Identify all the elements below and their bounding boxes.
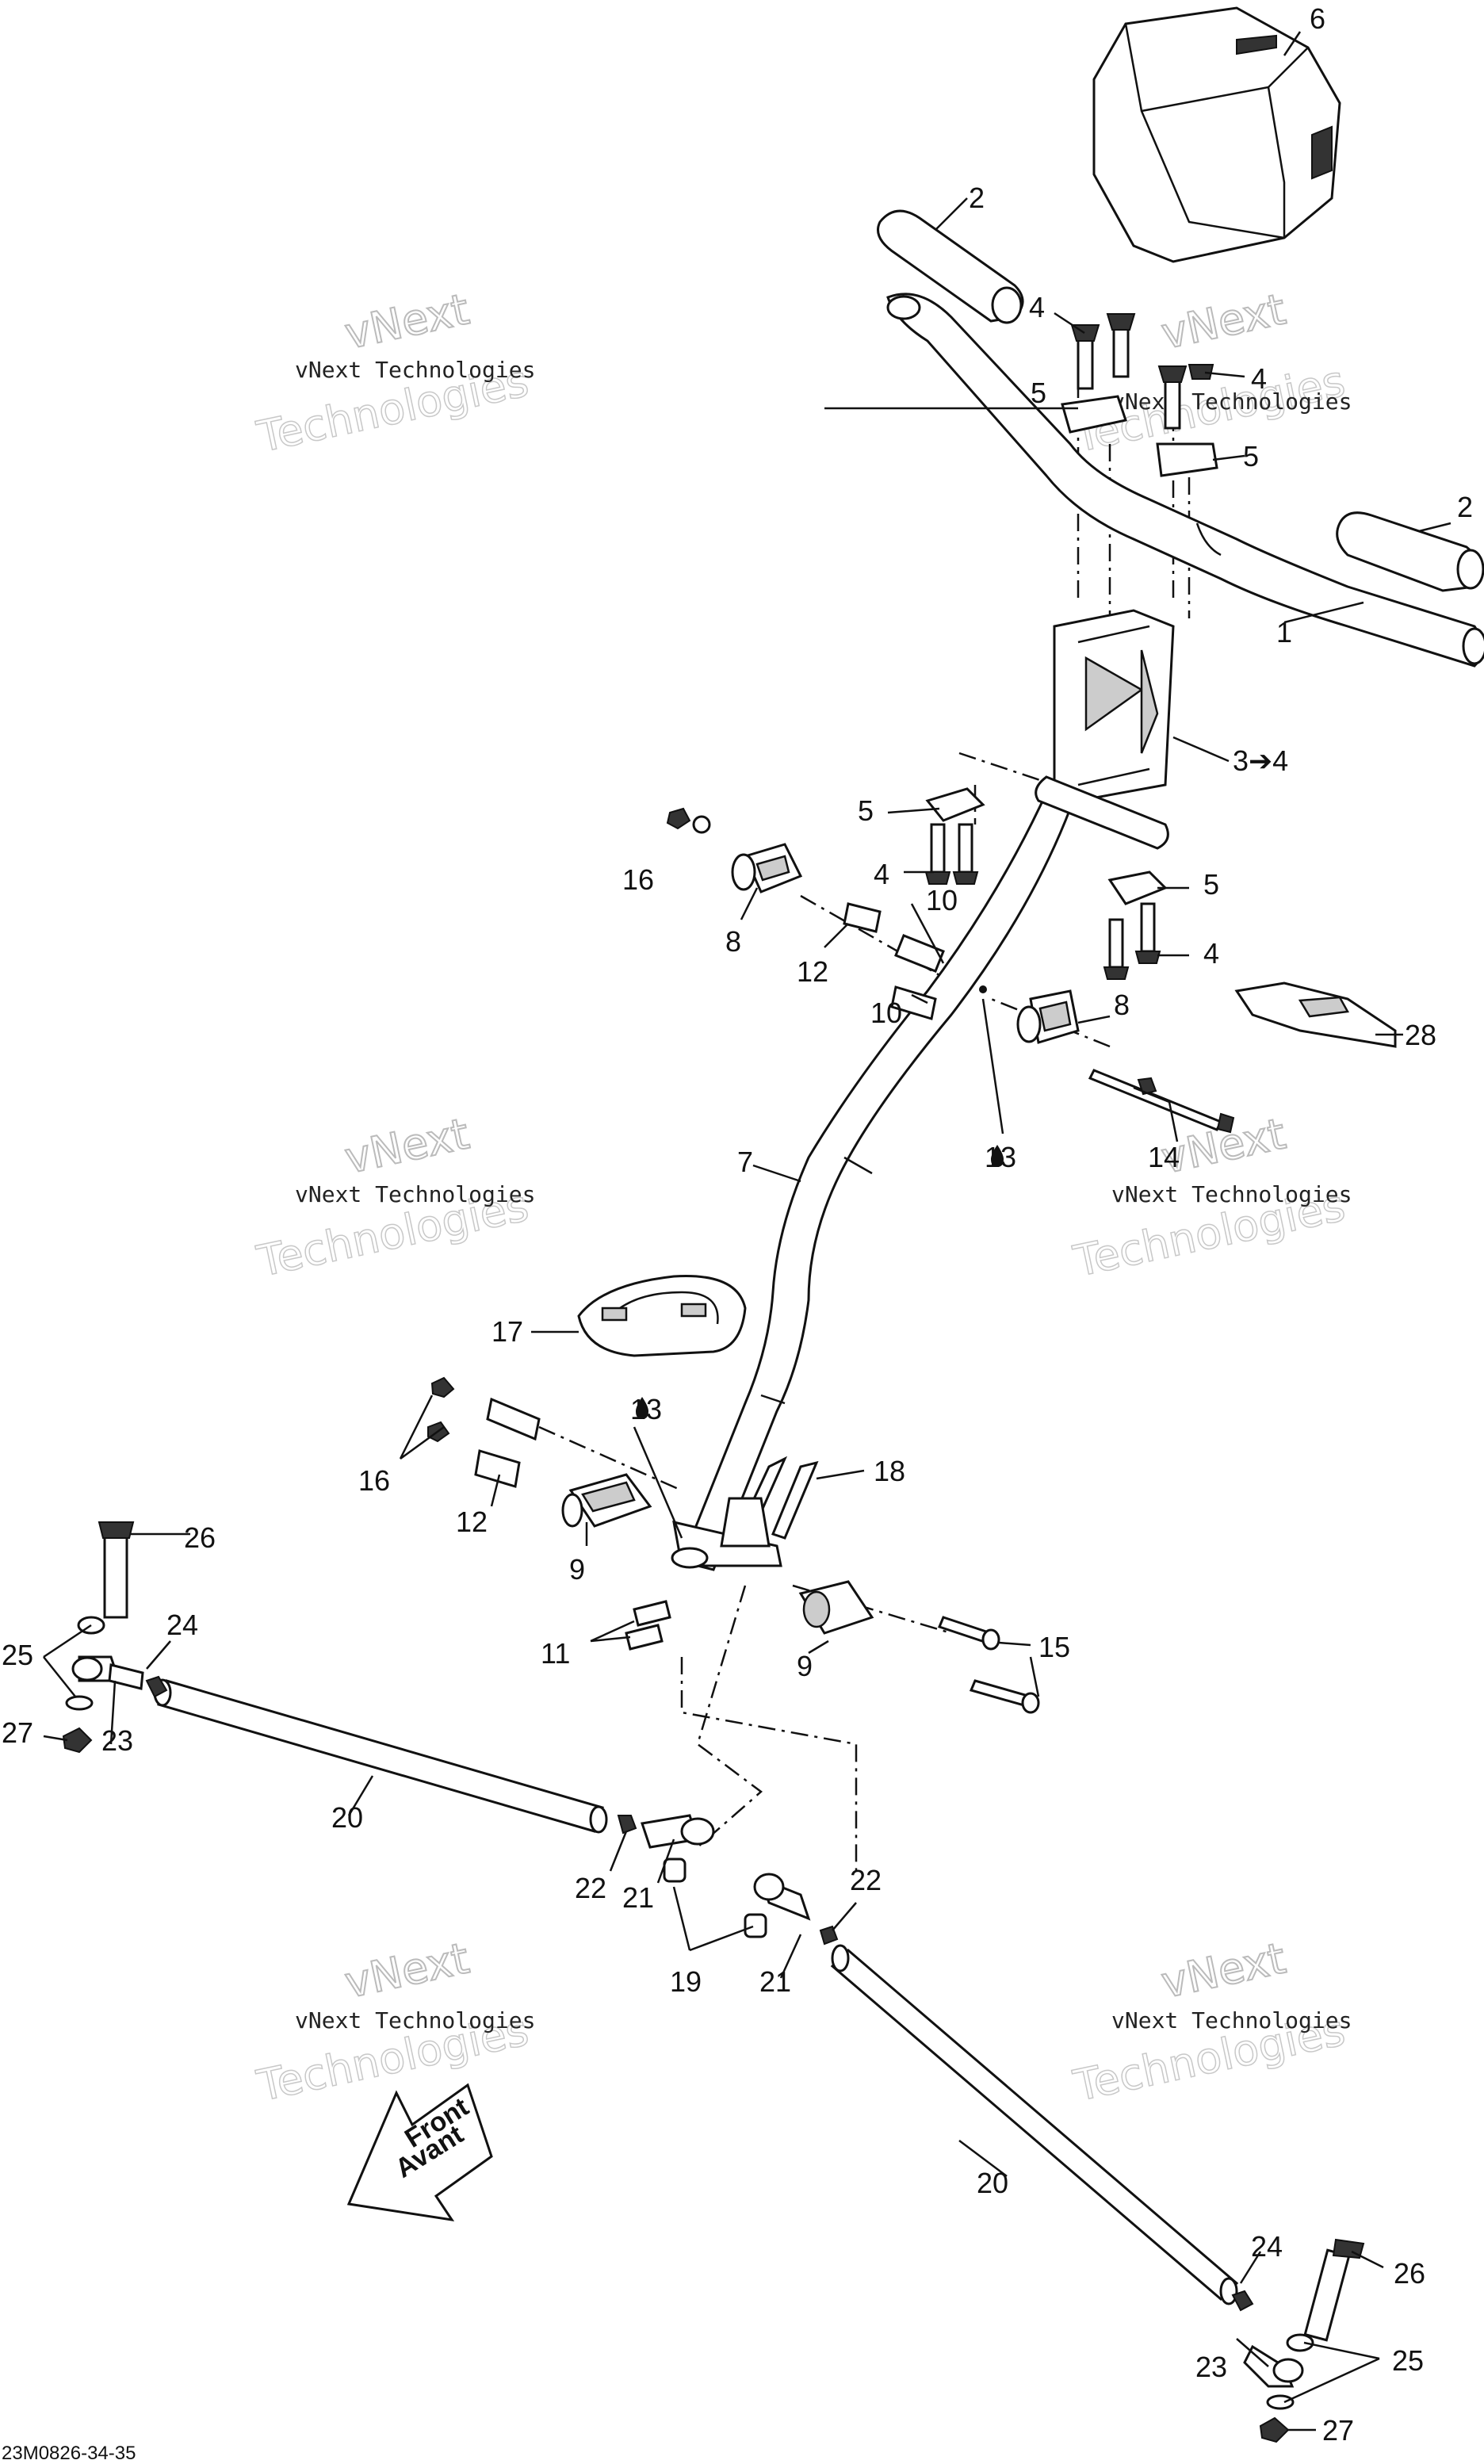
part-instrument-cover [1092,6,1341,263]
part-bushing-block-upper-left [731,843,803,893]
part-grip-right [1336,511,1484,592]
callout-4: 4 [874,858,889,890]
callout-5: 5 [1243,440,1259,473]
part-steering-column [679,775,1169,1571]
callout-21: 21 [622,1881,654,1914]
callout-27: 27 [2,1716,33,1749]
callout-2: 2 [1457,491,1473,523]
callout-5: 5 [1203,868,1219,901]
grease-drop-icon [636,1397,648,1419]
callout-24: 24 [166,1609,198,1641]
part-tie-rod-lower [830,1944,1239,2305]
callout-26: 26 [1394,2257,1425,2290]
part-tie-rod-upper [153,1678,608,1834]
callout-10: 10 [926,884,958,916]
grease-drop-icon [991,1145,1004,1167]
callout-14: 14 [1148,1141,1180,1173]
watermark-text: vNext Technologies [1111,2007,1352,2034]
watermark-vnext: vNext [341,1108,473,1183]
callout-16: 16 [622,863,654,896]
watermark-text: vNext Technologies [1111,388,1352,415]
callout-2: 2 [969,182,985,214]
callout-21: 21 [759,1965,791,1998]
watermark-bottom-left: vNext Technologies vNext Technologies [252,1932,536,2111]
part-bushings-19 [663,1858,767,1938]
callout-5: 5 [858,794,874,827]
part-handlebar-riser [1053,609,1175,802]
part-handlebar [886,293,1484,668]
callout-8: 8 [725,925,741,958]
part-bushing-block-upper-right [1016,989,1080,1044]
watermark-mid-right: vNext Technologies vNext Technologies [1069,1108,1352,1287]
part-nuts-upper [666,807,711,834]
callout-23: 23 [1195,2351,1227,2383]
callout-17: 17 [491,1315,523,1348]
callout-9: 9 [797,1650,813,1682]
watermark-text: vNext Technologies [295,1181,535,1207]
direction-arrow: Front Avant [346,2083,493,2222]
part-grip-left [877,209,1024,324]
part-bolts-15 [937,1616,1040,1714]
callout-5: 5 [1031,377,1046,409]
callout-27: 27 [1322,2414,1354,2447]
callout-6: 6 [1310,2,1325,35]
callout-1: 1 [1276,616,1292,649]
watermark-text: vNext Technologies [1111,1181,1352,1207]
callout-18: 18 [874,1455,905,1487]
callout-15: 15 [1038,1631,1070,1663]
callout-20: 20 [331,1801,363,1834]
watermark-bottom-right: vNext Technologies vNext Technologies [1069,1932,1352,2111]
callout-11: 11 [541,1637,570,1670]
watermark-vnext: vNext [341,284,473,358]
callout-28: 28 [1405,1019,1436,1051]
part-bushings-11 [625,1600,671,1651]
callout-26: 26 [184,1521,216,1554]
callout-4: 4 [1029,291,1045,323]
callout-4: 4 [1251,362,1267,395]
part-bolt-14 [1088,1069,1235,1134]
watermark-vnext: vNext [1157,284,1290,358]
callout-12: 12 [456,1506,488,1538]
callout-9: 9 [569,1553,585,1586]
part-rod-ends-center [617,1814,839,1946]
watermark-top-left: vNext Technologies vNext Technologies [252,283,536,462]
part-sleeve-upper [843,902,945,1020]
drawing-code: 23M0826-34-35 [2,2443,136,2464]
watermark-vnext: vNext [1157,1933,1290,2007]
callout-19: 19 [670,1965,702,1998]
callout-22: 22 [575,1872,606,1904]
grease-point [979,985,987,993]
callout-7: 7 [737,1146,753,1178]
part-clamp-bolts-top [1061,313,1218,477]
callout-23: 23 [101,1724,133,1757]
callout-16: 16 [358,1464,390,1497]
callout-4: 4 [1203,937,1219,970]
part-rod-end-left [62,1521,168,1754]
part-clamps-lower [924,787,1168,980]
callout-12: 12 [797,955,828,988]
part-bushing-block-lower-left [561,1473,652,1528]
part-nuts-lower [427,1376,455,1443]
part-rod-end-right [1231,2238,1365,2443]
watermark-text: vNext Technologies [295,357,535,383]
callout-25: 25 [1392,2344,1424,2377]
watermark-vnext: vNext [341,1933,473,2007]
leader-lines [43,31,1451,2431]
part-bushing-block-lower-right [798,1580,874,1635]
part-sleeves-lower [474,1397,541,1488]
part-plate-28 [1234,981,1397,1048]
watermark-mid-left: vNext Technologies vNext Technologies [252,1108,536,1287]
callout-20: 20 [977,2167,1008,2199]
watermark-text: vNext Technologies [295,2007,535,2034]
part-column-bracket [671,1497,782,1569]
part-cover-17 [577,1275,747,1357]
callout-25: 25 [2,1639,33,1671]
callout-22: 22 [850,1864,882,1896]
callout-3: 3➔4 [1233,744,1288,777]
callout-10: 10 [870,997,902,1029]
callout-8: 8 [1114,989,1130,1021]
callout-24: 24 [1251,2230,1283,2263]
